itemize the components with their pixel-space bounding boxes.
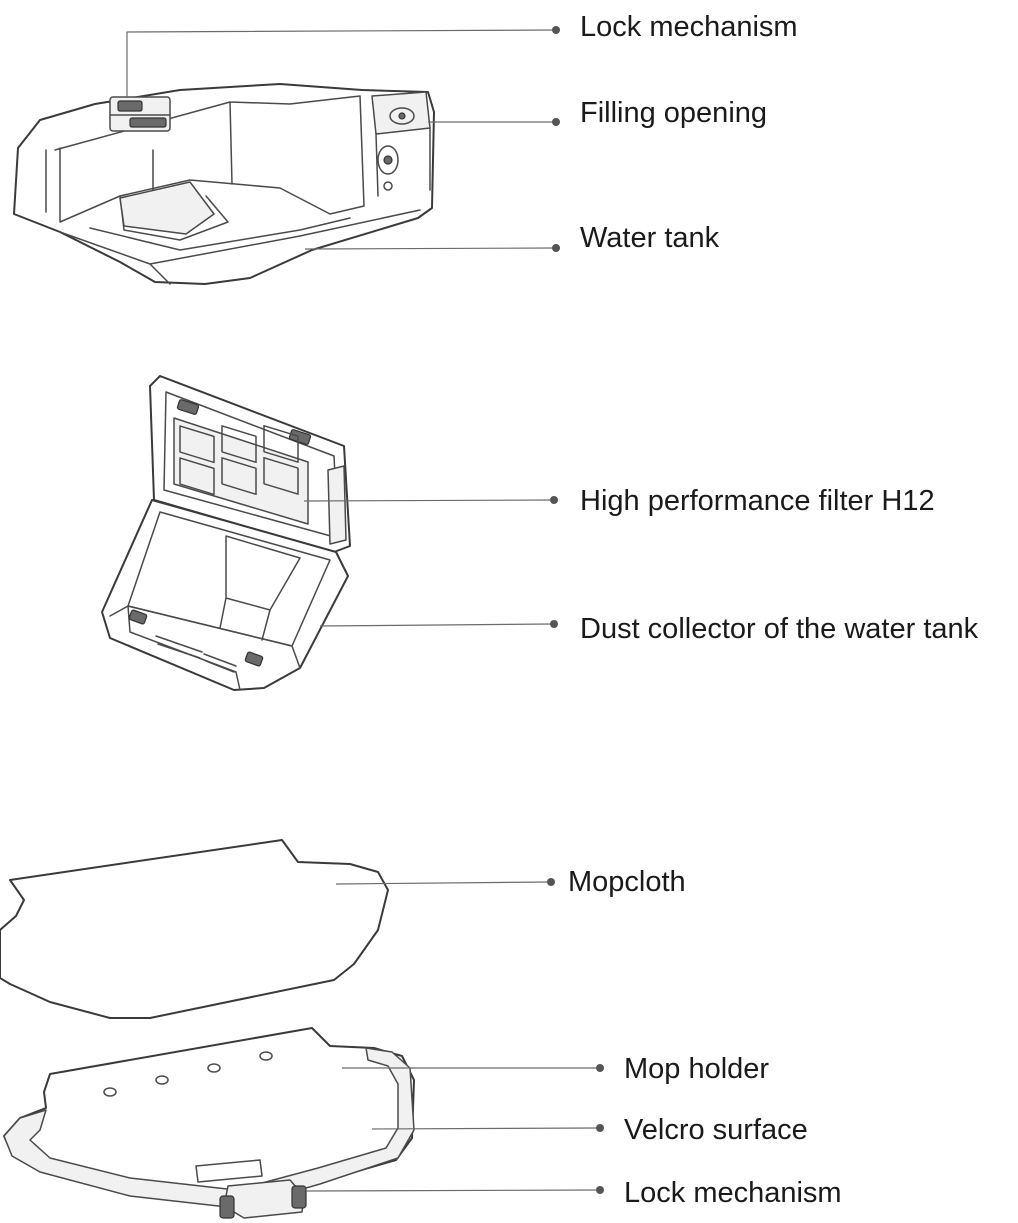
- label-lock-mechanism-bottom: Lock mechanism: [624, 1177, 842, 1209]
- hepa-filter-grid: [173, 417, 309, 525]
- mop-holder-illustration: [3, 1027, 415, 1219]
- label-velcro-surface: Velcro surface: [624, 1114, 808, 1146]
- leader-mopcloth: [335, 881, 550, 885]
- leader-dust-collector: [319, 623, 553, 627]
- leader-dot-mop-holder: [596, 1064, 604, 1072]
- leader-dot-water-tank: [552, 244, 560, 252]
- label-mop-holder: Mop holder: [624, 1053, 769, 1085]
- water-tank-body: [13, 83, 435, 285]
- leader-lock-mechanism-bottom: [305, 1189, 599, 1192]
- dust-collector-illustration: [101, 375, 351, 691]
- label-lock-mechanism-top: Lock mechanism: [580, 11, 798, 43]
- label-mopcloth: Mopcloth: [568, 866, 686, 898]
- mopcloth-illustration: [0, 839, 389, 1019]
- water-tank-front-lip: [59, 209, 421, 285]
- leader-dot-lock-mechanism-top: [552, 26, 560, 34]
- water-tank-floor-rail: [89, 217, 351, 251]
- water-tank-illustration: [13, 83, 435, 285]
- leader-dot-hepa-filter: [550, 496, 558, 504]
- mop-holder-lock-latch: [219, 1179, 307, 1219]
- leader-dot-lock-mechanism-bottom: [596, 1186, 604, 1194]
- water-tank-divider-block: [119, 181, 215, 235]
- leader-velcro-surface: [371, 1127, 599, 1130]
- label-filling-opening: Filling opening: [580, 97, 767, 129]
- leader-dot-mopcloth: [547, 878, 555, 886]
- leader-lock-mechanism-top: [126, 29, 556, 98]
- label-hepa-filter: High performance filter H12: [580, 485, 935, 517]
- water-tank-lock-latch: [109, 96, 171, 132]
- water-tank-filling-opening: [371, 91, 431, 197]
- leader-water-tank: [304, 247, 556, 250]
- label-dust-collector: Dust collector of the water tank: [580, 613, 979, 645]
- leader-hepa-filter: [303, 499, 553, 502]
- leader-dot-filling-opening: [552, 118, 560, 126]
- leader-dot-velcro-surface: [596, 1124, 604, 1132]
- leader-dot-dust-collector: [550, 620, 558, 628]
- label-water-tank: Water tank: [580, 222, 720, 254]
